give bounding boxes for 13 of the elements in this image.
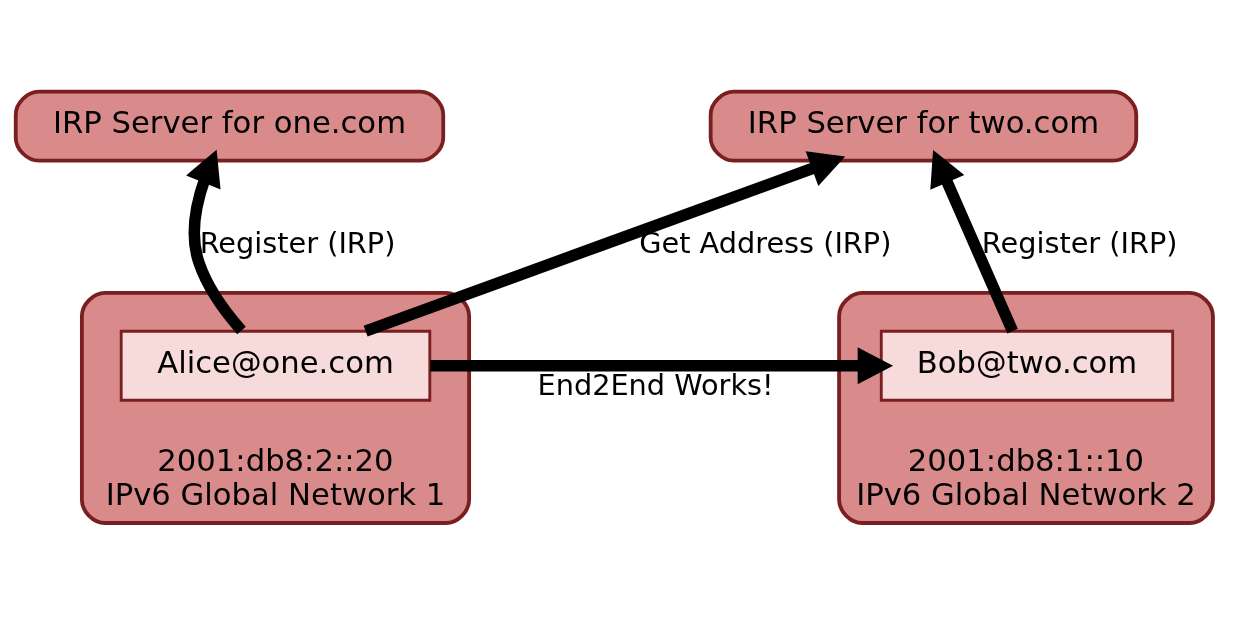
edge-label: Register (IRP) (199, 225, 396, 260)
edge-label: Get Address (IRP) (639, 225, 892, 260)
node-box: IRP Server for one.com (13, 89, 446, 163)
node-box: Bob@two.com (879, 329, 1175, 402)
arrow (363, 150, 846, 336)
edge-label: Register (IRP) (981, 225, 1178, 260)
node-label: IPv6 Global Network 2 (856, 476, 1196, 512)
arrow (186, 149, 246, 334)
node-box: Alice@one.com (119, 329, 432, 402)
node-box: IRP Server for two.com (708, 89, 1139, 163)
edge-label: End2End Works! (537, 367, 774, 402)
node-label: IPv6 Global Network 1 (105, 476, 446, 512)
arrow (430, 346, 894, 384)
